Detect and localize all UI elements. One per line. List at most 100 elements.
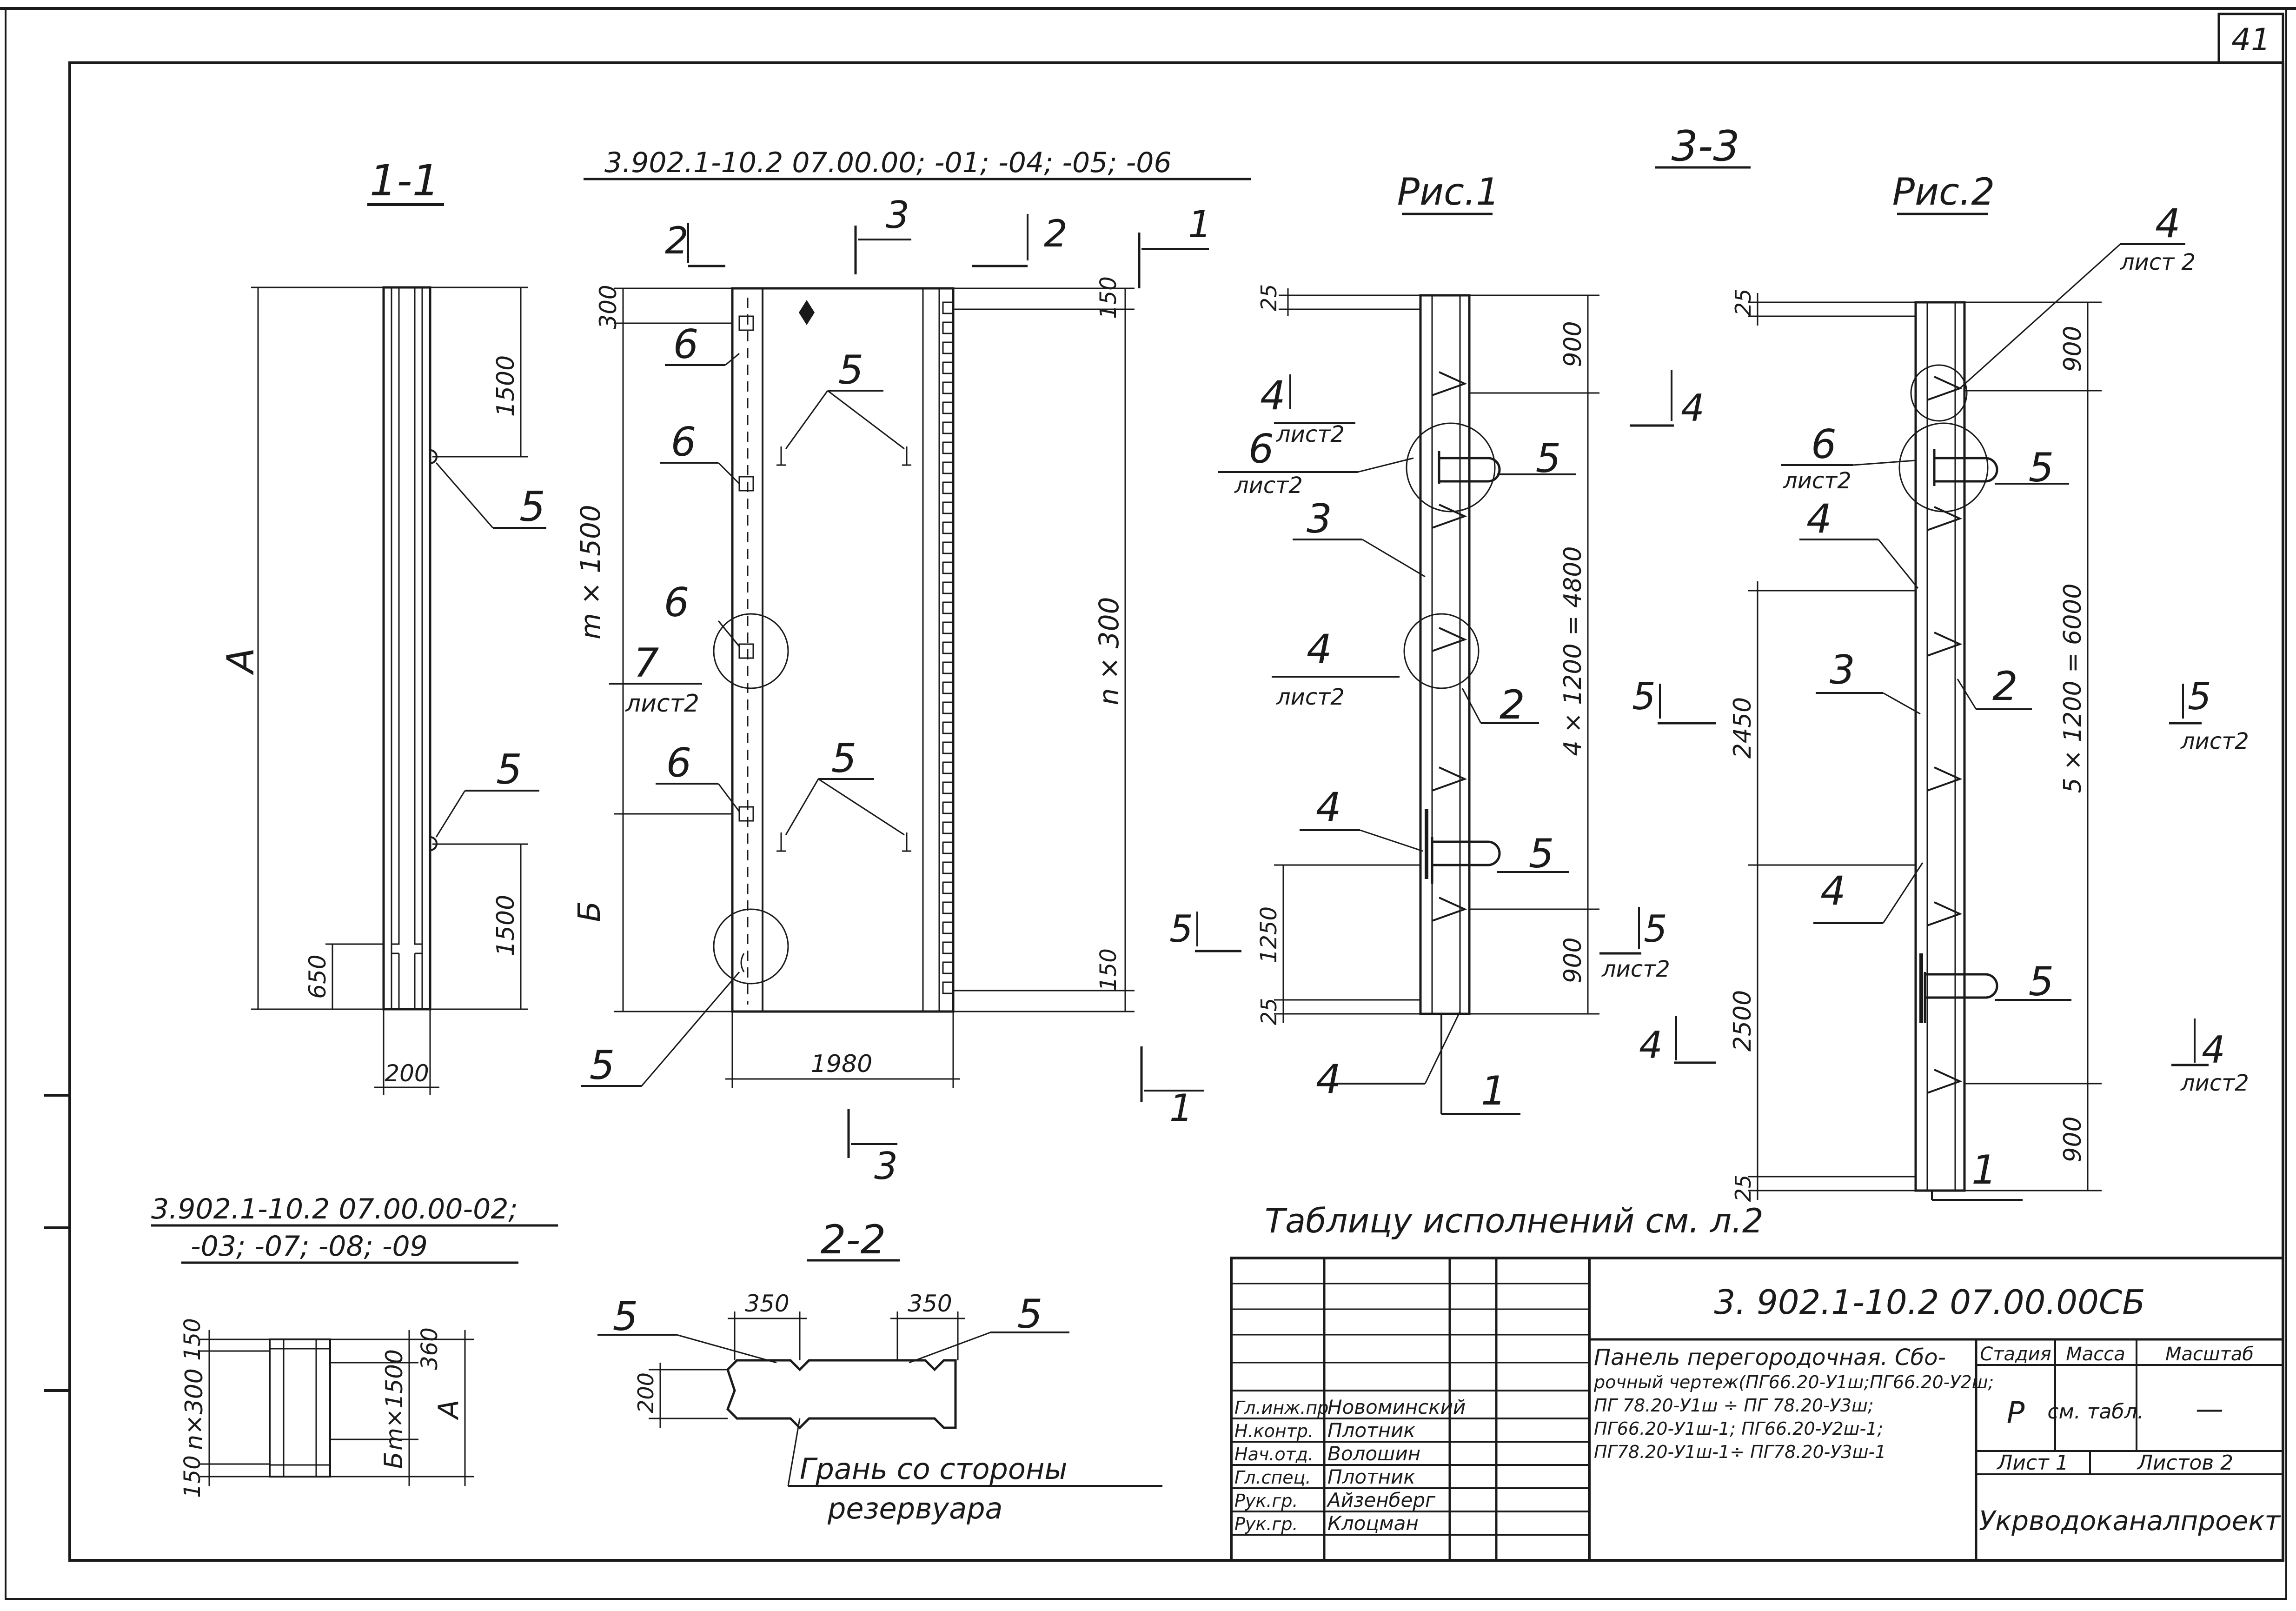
panel-slot [942,821,954,834]
fig1-callout-3: 3 [1307,496,1332,542]
panel-slot [942,601,954,614]
fig2-marker-5-sheet: лист2 [2180,728,2249,754]
marker-1-bottom: 1 [1169,1086,1193,1130]
title-block: 3. 902.1-10.2 07.00.00СБ Стадия Масса Ма… [1230,1257,2284,1562]
dim-150-top: 150 [1095,276,1121,319]
lower-code-line1: 3.902.1-10.2 07.00.00-02; [151,1193,518,1225]
tb-title-line: ПГ66.20-У1ш-1; ПГ66.20-У2ш-1; [1594,1418,1883,1439]
callout-7-sheet: лист2 [625,690,699,718]
tb-title-line: ПГ78.20-У1ш-1÷ ПГ78.20-У3ш-1 [1594,1442,1886,1462]
tb-mass-label: Масса [2066,1344,2125,1365]
fig2-dim-5x1200: 5 × 1200 = 6000 [2059,583,2087,793]
fig2-callout-6-sheet: лист2 [1783,468,1851,494]
dim-200: 200 [385,1060,429,1087]
callout-6b: 6 [671,419,697,466]
panel-slot [942,361,954,374]
callout-6a: 6 [673,321,699,368]
right-slot-row [942,301,954,994]
panel-slot [942,481,954,494]
tb-stage-value: Р [2007,1396,2025,1431]
tb-role: Рук.гр. [1234,1491,1298,1511]
callout-6c: 6 [664,579,690,626]
fig2-callout-3: 3 [1830,647,1855,693]
lower-dim-360: 360 [417,1327,443,1370]
marker-3-bottom: 3 [874,1145,898,1188]
fig1-callout-6-sheet: лист2 [1234,473,1303,499]
fig2-callout-6: 6 [1811,421,1837,468]
tb-org: Укрводоканалпроект [1979,1505,2281,1537]
front-view: 3.902.1-10.2 07.00.00; -01; -04; -05; -0… [571,146,1251,1188]
panel-slot [942,921,954,934]
dim-150-bottom: 150 [1095,948,1121,991]
fig1-callout-4b: 4 [1307,626,1332,672]
tb-code: 3. 902.1-10.2 07.00.00СБ [1714,1283,2145,1322]
fig2-callout-4a-sheet: лист 2 [2120,249,2196,275]
lower-dim-B: Б [379,1451,408,1469]
tb-role: Гл.спец. [1234,1467,1311,1488]
drawing-frame [68,61,2284,1562]
s22-callout-5-left: 5 [613,1293,638,1340]
panel-slot [942,421,954,434]
marker-2-left: 2 [665,219,689,262]
tb-role: Нач.отд. [1234,1444,1314,1465]
tb-title-line: ПГ 78.20-У1ш ÷ ПГ 78.20-У3ш; [1594,1395,1874,1416]
dim-A-label: А [219,648,262,676]
fig1-dim-25-bottom: 25 [1256,998,1281,1025]
s22-callout-5-right: 5 [1017,1291,1043,1338]
marker-3-top: 3 [886,193,909,237]
sheet-number: 41 [2231,22,2270,58]
fig1-dim-900-top: 900 [1559,321,1587,367]
dim-m1500: m × 1500 [575,505,606,639]
panel-slot [942,381,954,394]
panel-slot [942,981,954,994]
section-2-2: 2-2 200 350 350 5 5 Грань со стороны рез… [597,1217,1162,1525]
tb-person: Айзенберг [1326,1489,1436,1511]
dim-650: 650 [304,954,331,999]
fig1-callout-4a: 4 [1260,373,1286,419]
section-3-3: 3-3 [1655,122,1751,171]
tb-person: Новоминский [1327,1396,1466,1418]
panel-slot [942,641,954,654]
fig1-marker-5-right: 5 [1644,907,1667,951]
callout-5a: 5 [519,483,545,531]
panel-slot [942,301,954,314]
fig2-marker-4-sheet: лист2 [2180,1070,2249,1096]
fig2-callout-1: 1 [1971,1147,1997,1193]
tb-title-line: рочный чертеж(ПГ66.20-У1ш;ПГ66.20-У2ш; [1593,1372,1994,1392]
tb-person: Клоцман [1327,1512,1419,1535]
tb-scale-value: — [2196,1393,2223,1425]
panel-slot [942,581,954,594]
tb-person: Плотник [1327,1419,1415,1442]
figure-2: Рис.2 25 900 5 × 1200 = 6000 900 2450 25… [1729,170,2249,1202]
panel-slot [942,761,954,774]
callout-5d: 5 [831,735,857,782]
dim-1500-bottom: 1500 [492,895,520,956]
fig2-callout-4c: 4 [1820,868,1846,914]
panel-slot [942,341,954,354]
section-1-1-label: 1-1 [370,156,439,206]
section-3-3-label: 3-3 [1672,122,1740,171]
panel-slot [942,321,954,334]
fig1-dim-4x1200: 4 × 1200 = 4800 [1559,546,1587,756]
callout-7: 7 [634,640,659,686]
fig1-marker-4-bottom: 4 [1639,1024,1663,1067]
marker-2-right: 2 [1044,212,1068,255]
panel-slot [942,861,954,874]
panel-slot [942,501,954,514]
panel-slot [942,901,954,914]
fig1-marker-5-sheet: лист2 [1601,956,1670,982]
callout-5b: 5 [496,746,522,793]
lower-view: 3.902.1-10.2 07.00.00-02; -03; -07; -08;… [151,1193,558,1498]
s22-dim-350-left: 350 [745,1290,789,1317]
table-ref: Таблицу исполнений см. л.2 [1265,1201,1764,1240]
lower-dim-A: А [432,1399,465,1420]
panel-slot [942,961,954,974]
panel-slot [942,941,954,954]
panel-slot [942,621,954,634]
panel-slot [942,661,954,674]
panel-slot [942,521,954,534]
tb-role: Рук.гр. [1234,1514,1298,1534]
fig1-callout-4c: 4 [1316,784,1341,831]
dim-1980: 1980 [811,1050,872,1078]
panel-slot [942,701,954,714]
